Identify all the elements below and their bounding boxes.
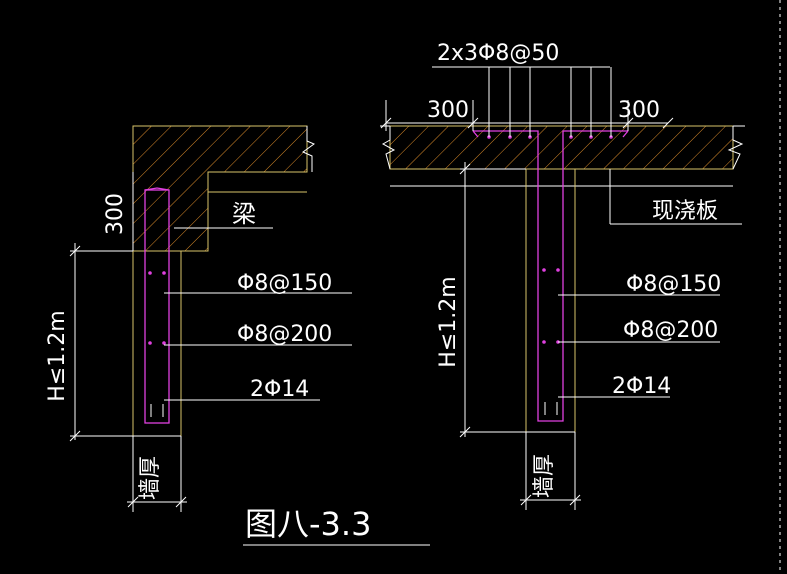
left-wall-thickness-label: 墙厚 <box>138 456 163 500</box>
left-bar-dot <box>148 341 152 345</box>
right-bar-dot <box>542 340 546 344</box>
right-wall-thickness-label: 墙厚 <box>532 454 557 498</box>
right-anchor-tick <box>662 117 674 129</box>
right-break-left <box>381 126 396 170</box>
right-rebar-cage <box>473 130 628 422</box>
left-height-label: H≤1.2m <box>45 310 70 401</box>
left-thk-tick <box>127 496 139 508</box>
right-thk-tick <box>569 494 581 506</box>
right-height-label: H≤1.2m <box>436 276 461 367</box>
left-bar-dot <box>162 341 166 345</box>
right-bar-dot <box>542 268 546 272</box>
right-bar-dot <box>556 268 560 272</box>
left-height-tick <box>69 430 81 442</box>
left-stirrup-lower-label: Φ8@200 <box>237 322 332 347</box>
figure-caption: 图八-3.3 <box>245 505 371 543</box>
left-top-hook <box>144 187 170 191</box>
right-anchor-tick <box>622 117 634 129</box>
right-slab-label: 现浇板 <box>652 199 718 224</box>
right-detail: 2x3Φ8@50 300 300 现浇板 Φ8@150 Φ8@200 2Φ14 … <box>380 41 745 510</box>
left-thk-tick <box>175 496 187 508</box>
left-stirrup-cage <box>144 189 170 424</box>
right-stirrup-lower-label: Φ8@200 <box>623 318 718 343</box>
right-anchor-tick <box>380 117 392 129</box>
right-hook-right <box>622 130 629 138</box>
left-beam-label: 梁 <box>232 200 256 228</box>
right-height-tick <box>459 163 471 175</box>
left-break-symbol <box>302 126 316 172</box>
right-longitudinal-label: 2Φ14 <box>612 374 671 399</box>
left-beam-depth-label: 300 <box>103 193 128 235</box>
right-hook-left <box>472 130 479 138</box>
right-anchor-tick <box>467 117 479 129</box>
right-top-bars-label: 2x3Φ8@50 <box>437 41 559 66</box>
right-stirrup-upper-label: Φ8@150 <box>626 272 721 297</box>
left-bar-dot <box>162 271 166 275</box>
right-anchor-right-label: 300 <box>618 98 660 123</box>
right-height-tick <box>459 426 471 438</box>
left-longitudinal-label: 2Φ14 <box>250 377 309 402</box>
right-thk-tick <box>520 494 532 506</box>
left-bar-dot <box>148 271 152 275</box>
left-detail: 300 梁 Φ8@150 Φ8@200 2Φ14 H≤1.2m 墙厚 <box>45 125 352 512</box>
right-anchor-left-label: 300 <box>427 98 469 123</box>
left-height-tick <box>69 245 81 257</box>
right-break-right <box>727 126 744 170</box>
right-slab-section <box>389 125 734 170</box>
left-stirrup-upper-label: Φ8@150 <box>237 271 332 296</box>
